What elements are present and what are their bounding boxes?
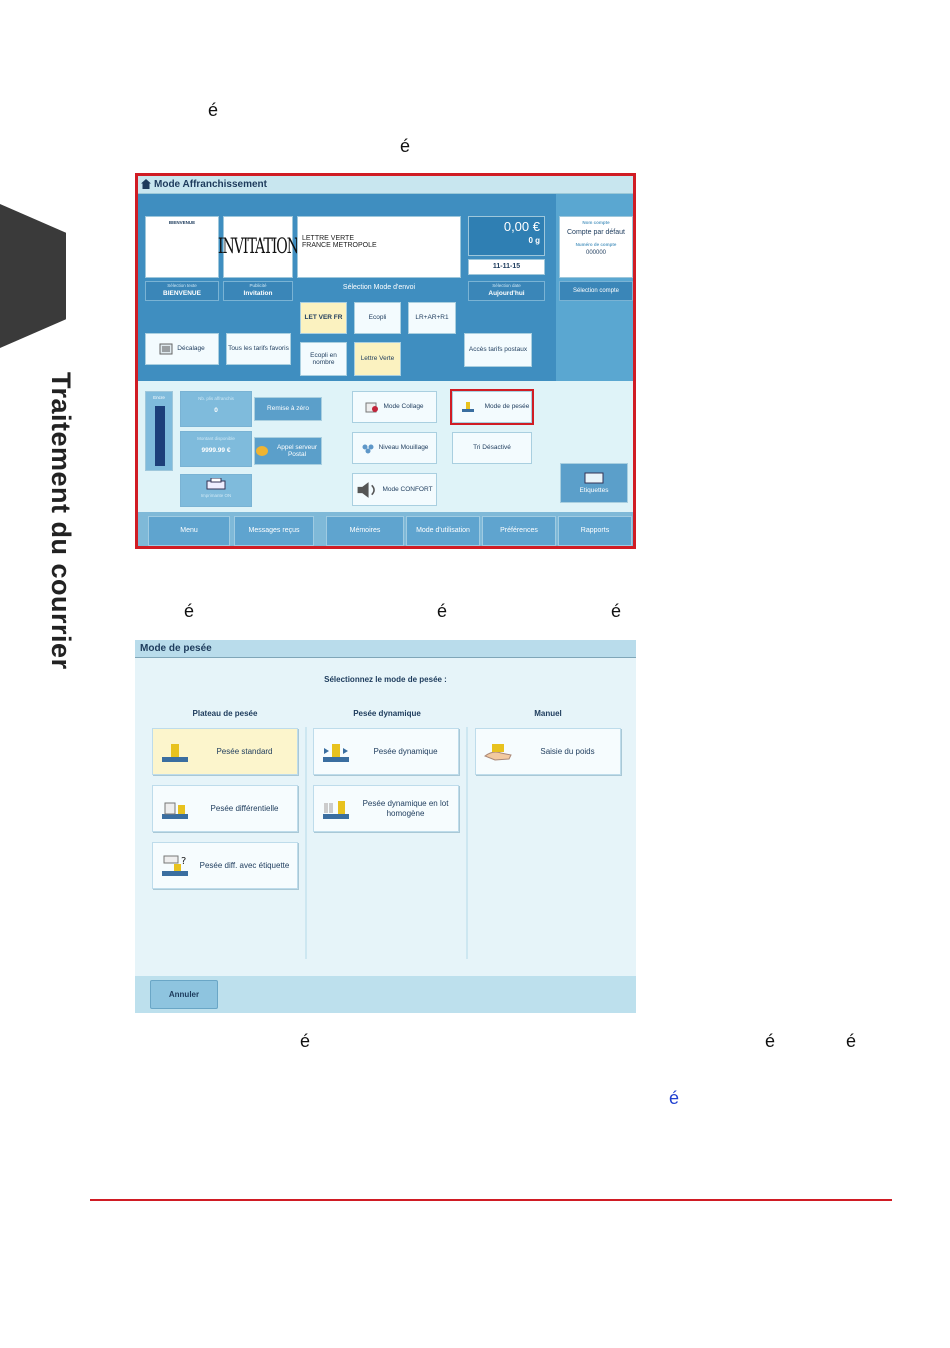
printer-button[interactable]: Imprimante ON	[180, 474, 252, 507]
reset-counter-button[interactable]: Remise à zéro	[254, 397, 322, 421]
column-header-manual: Manuel	[534, 709, 562, 718]
column-divider	[305, 727, 307, 959]
mode-ecopli-nombre-button[interactable]: Ecopli en nombre	[300, 342, 347, 376]
weighing-mode-button[interactable]: Mode de pesée	[450, 389, 534, 425]
standard-weighing-button[interactable]: Pesée standard	[152, 728, 298, 775]
ink-gauge-label: Encre	[153, 395, 165, 400]
printer-icon	[206, 477, 226, 490]
screen-title: Mode de pesée	[135, 640, 636, 658]
labels-icon	[584, 472, 604, 484]
shift-icon	[159, 343, 173, 355]
account-selection-button[interactable]: Sélection compte	[559, 281, 633, 301]
collage-mode-button[interactable]: Mode Collage	[352, 391, 437, 423]
home-icon[interactable]	[141, 179, 151, 189]
dynamic-weighing-button[interactable]: Pesée dynamique	[313, 728, 459, 775]
text-glyph: é	[846, 1031, 857, 1051]
mode-lr-button[interactable]: LR+AR+R1	[408, 302, 456, 334]
tab-reports[interactable]: Rapports	[558, 516, 632, 546]
manual-weight-entry-button[interactable]: Saisie du poids	[475, 728, 621, 775]
column-header-plateau: Plateau de pesée	[192, 709, 258, 718]
account-card: Nom compte Compte par défaut Numéro de c…	[559, 216, 633, 278]
mode-caption: Sélection Mode d'envoi	[342, 284, 416, 291]
prompt-text: Sélectionnez le mode de pesée :	[324, 675, 447, 684]
tab-memories[interactable]: Mémoires	[326, 516, 404, 546]
speaker-icon	[358, 481, 376, 498]
dynamic-batch-weighing-button[interactable]: Pesée dynamique en lot homogène	[313, 785, 459, 832]
differential-scale-icon	[162, 802, 188, 819]
tab-usage-mode[interactable]: Mode d'utilisation	[406, 516, 480, 546]
column-divider	[466, 727, 468, 959]
footer-rule	[90, 1199, 892, 1201]
link-glyph[interactable]: é	[669, 1088, 680, 1108]
chapter-tab	[0, 204, 66, 348]
text-glyph: é	[184, 601, 195, 621]
labels-button[interactable]: Etiquettes	[560, 463, 628, 503]
wet-level-button[interactable]: Niveau Mouillage	[352, 432, 437, 464]
column-header-dynamic: Pesée dynamique	[353, 709, 421, 718]
cancel-button[interactable]: Annuler	[150, 980, 218, 1009]
dynamic-batch-icon	[323, 800, 349, 819]
screen-title-bar: Mode Affranchissement	[138, 176, 633, 194]
chapter-title: Traitement du courrier	[46, 372, 76, 670]
date-display: 11-11-15	[468, 259, 545, 275]
text-glyph: é	[765, 1031, 776, 1051]
amount-display: 0,00 € 0 g	[468, 216, 545, 256]
mode-ecopli-button[interactable]: Ecopli	[354, 302, 401, 334]
differential-label-icon: ?	[162, 855, 188, 876]
ink-gauge-bar	[155, 406, 165, 466]
text-glyph: é	[437, 601, 448, 621]
water-drops-icon	[362, 444, 374, 454]
dynamic-scale-icon	[323, 743, 349, 762]
text-glyph: é	[400, 136, 411, 156]
text-glyph: é	[208, 100, 219, 120]
phone-icon	[256, 446, 268, 456]
tab-preferences[interactable]: Préférences	[482, 516, 556, 546]
postage-mode-screen: Mode Affranchissement BIENVENUE INVITATI…	[135, 173, 636, 549]
comfort-mode-button[interactable]: Mode CONFORT	[352, 473, 437, 506]
slogan-preview: BIENVENUE	[145, 216, 219, 278]
rate-preview: LETTRE VERTE FRANCE METROPOLE	[297, 216, 461, 278]
favorite-rates-button[interactable]: Tous les tarifs favoris	[226, 333, 291, 365]
differential-weighing-button[interactable]: Pesée différentielle	[152, 785, 298, 832]
mode-let-ver-button[interactable]: LET VER FR	[300, 302, 347, 334]
shift-button[interactable]: Décalage	[145, 333, 219, 365]
weighing-mode-screen: Mode de pesée Sélectionnez le mode de pe…	[135, 640, 636, 1013]
ink-gauge: Encre	[145, 391, 173, 471]
ad-preview: INVITATION	[218, 216, 299, 278]
mode-lettre-verte-button[interactable]: Lettre Verte	[354, 342, 401, 376]
hand-envelope-icon	[483, 743, 512, 761]
svg-text:?: ?	[181, 856, 186, 867]
screen-title: Mode Affranchissement	[154, 179, 267, 190]
scale-icon	[461, 402, 474, 412]
scale-icon	[162, 743, 188, 762]
glue-icon	[365, 402, 379, 413]
sort-button[interactable]: Tri Désactivé	[452, 432, 532, 464]
bottom-bar	[135, 976, 636, 1013]
call-server-button[interactable]: Appel serveur Postal	[254, 437, 322, 465]
tab-menu[interactable]: Menu	[148, 516, 230, 546]
differential-label-weighing-button[interactable]: ? Pesée diff. avec étiquette	[152, 842, 298, 889]
text-glyph: é	[300, 1031, 311, 1051]
text-glyph: é	[611, 601, 622, 621]
postal-rates-button[interactable]: Accès tarifs postaux	[464, 333, 532, 367]
tab-messages[interactable]: Messages reçus	[234, 516, 314, 546]
